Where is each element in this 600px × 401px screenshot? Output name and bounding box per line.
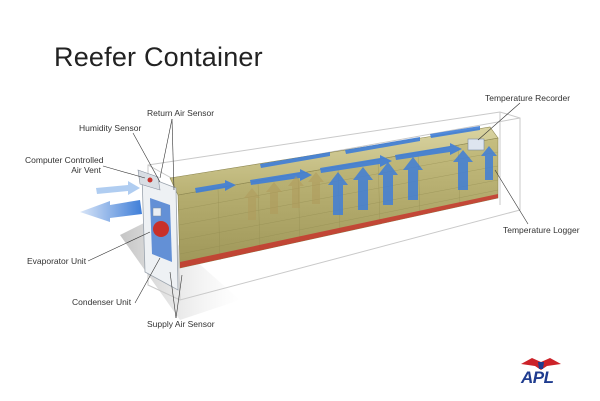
airflow-faint-arrows (244, 172, 324, 220)
airflow-top-arrows (195, 126, 480, 193)
apl-eagle-mark (521, 358, 561, 370)
label-humidity-sensor: Humidity Sensor (79, 123, 142, 133)
label-supply-air-sensor: Supply Air Sensor (147, 319, 215, 329)
airflow-vertical-arrows (328, 146, 497, 215)
temperature-recorder-device (467, 138, 485, 151)
label-condenser-unit: Condenser Unit (72, 297, 132, 307)
label-evaporator-unit: Evaporator Unit (27, 256, 87, 266)
label-air-vent: Air Vent (71, 165, 101, 175)
label-return-air-sensor: Return Air Sensor (147, 108, 215, 118)
floor-stripe (180, 194, 498, 268)
refrigeration-unit (137, 169, 179, 291)
apl-logo: APL (521, 368, 554, 387)
leader-lines (87, 102, 529, 319)
label-temperature-recorder: Temperature Recorder (485, 93, 571, 103)
label-computer-controlled: Computer Controlled (25, 155, 104, 165)
label-temperature-logger: Temperature Logger (503, 225, 580, 235)
outgoing-air-arrow (80, 200, 142, 222)
incoming-air-arrow (96, 181, 140, 195)
diagram-title: Reefer Container (54, 42, 263, 72)
